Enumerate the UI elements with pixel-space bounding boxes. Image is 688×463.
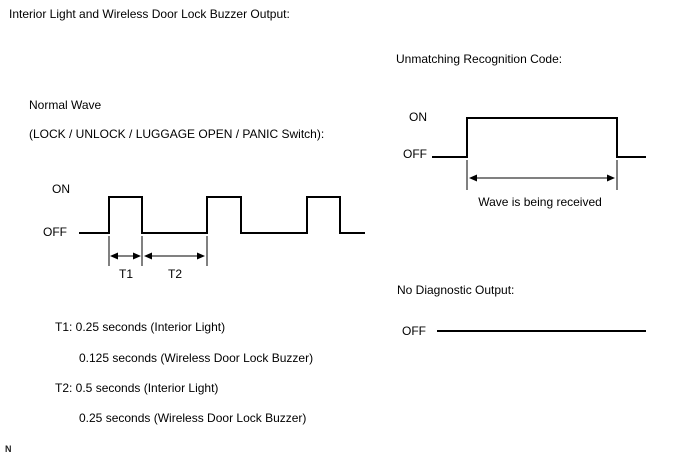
timing-note-t1-interior-light: T1: 0.25 seconds (Interior Light): [55, 320, 226, 334]
unmatching-pulse-path: [432, 117, 646, 158]
unmatching-off-label: OFF: [403, 147, 427, 161]
wave-received-dimension-arrow: [469, 174, 615, 182]
no-diagnostic-off-label: OFF: [402, 324, 426, 338]
unmatching-code-waveform: [432, 117, 646, 190]
unmatching-code-heading: Unmatching Recognition Code:: [396, 52, 563, 66]
normal-wave-on-label: ON: [52, 182, 70, 196]
t1-dimension-arrow: [110, 252, 141, 260]
normal-wave-waveform: [79, 196, 365, 266]
normal-wave-heading: Normal Wave: [29, 98, 102, 112]
t2-label: T2: [167, 267, 182, 281]
t1-label: T1: [118, 267, 133, 281]
normal-wave-off-label: OFF: [43, 225, 67, 239]
normal-wave-subheading: (LOCK / UNLOCK / LUGGAGE OPEN / PANIC Sw…: [29, 127, 325, 141]
unmatching-on-label: ON: [409, 110, 427, 124]
no-diagnostic-flat-line: [437, 330, 646, 332]
wave-received-caption: Wave is being received: [478, 195, 602, 209]
timing-note-t2-buzzer: 0.25 seconds (Wireless Door Lock Buzzer): [79, 411, 307, 425]
footnote-text: N: [5, 444, 12, 454]
timing-note-t1-buzzer: 0.125 seconds (Wireless Door Lock Buzzer…: [79, 351, 314, 365]
timing-note-t2-interior-light: T2: 0.5 seconds (Interior Light): [55, 381, 219, 395]
no-diagnostic-heading: No Diagnostic Output:: [397, 283, 515, 297]
t2-dimension-arrow: [144, 252, 205, 260]
normal-wave-pulse-train-path: [79, 196, 365, 234]
figure-title: Interior Light and Wireless Door Lock Bu…: [9, 7, 290, 21]
